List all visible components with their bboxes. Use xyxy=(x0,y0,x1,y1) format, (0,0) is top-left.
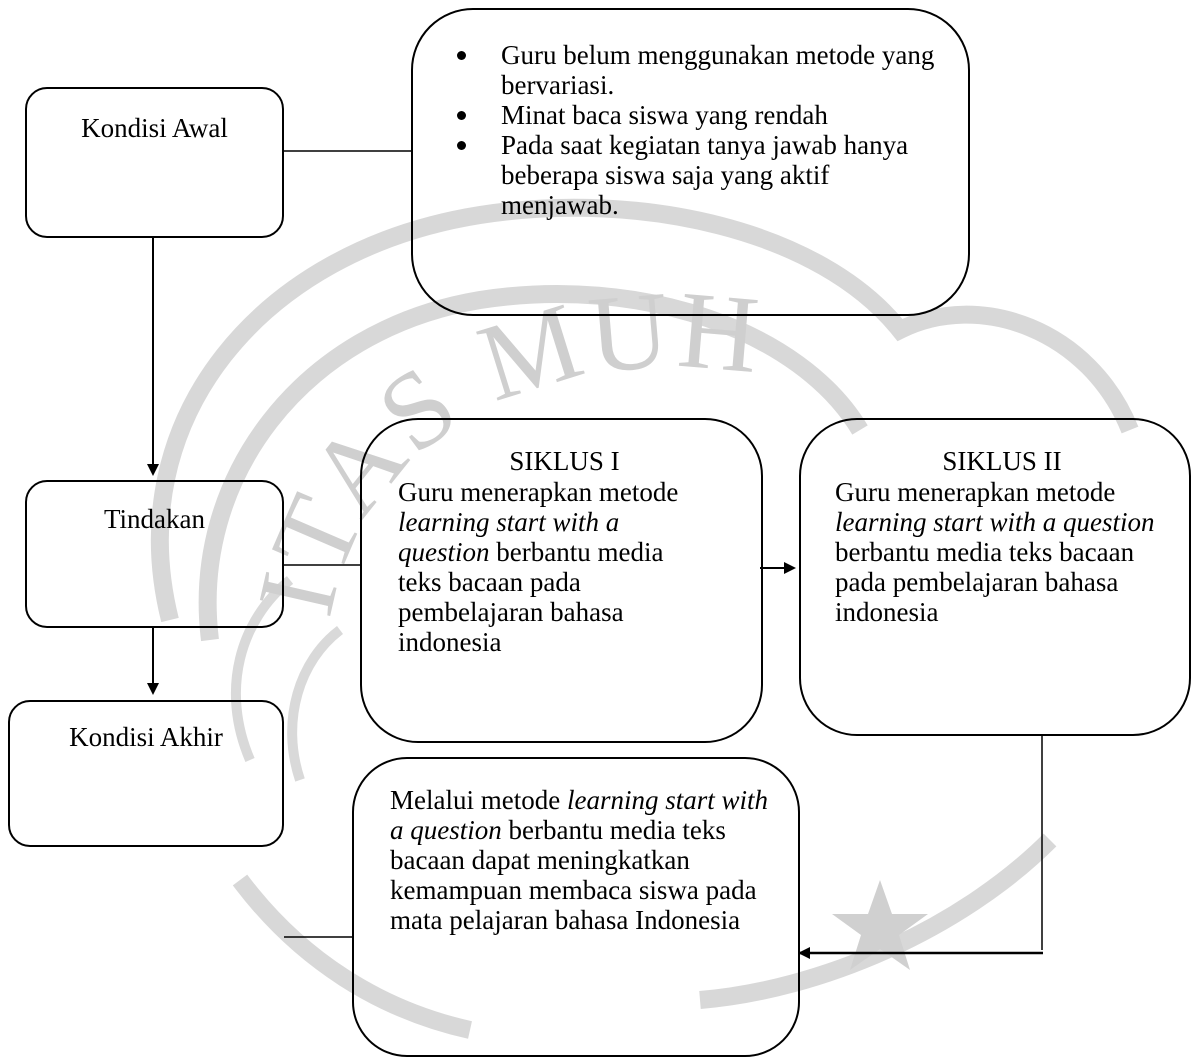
watermark-star-icon xyxy=(832,880,928,970)
siklus-1-title: SIKLUS I xyxy=(509,446,620,476)
problem-item: Minat baca siswa yang rendah xyxy=(449,100,948,130)
box-problems: Guru belum menggunakan metode yang berva… xyxy=(411,8,970,316)
box-siklus-1: SIKLUS I Guru menerapkan metode learning… xyxy=(360,418,763,743)
result-text: Melalui metode learning start with a que… xyxy=(390,785,768,935)
box-siklus-2: SIKLUS II Guru menerapkan metode learnin… xyxy=(799,418,1191,736)
kondisi-akhir-label: Kondisi Akhir xyxy=(69,722,223,752)
siklus-2-text: Guru menerapkan metode learning start wi… xyxy=(835,477,1155,627)
siklus-2-title: SIKLUS II xyxy=(942,446,1062,476)
box-tindakan: Tindakan xyxy=(25,480,284,628)
siklus-1-text: Guru menerapkan metode learning start wi… xyxy=(398,477,679,657)
box-kondisi-akhir: Kondisi Akhir xyxy=(8,700,284,847)
problem-item: Pada saat kegiatan tanya jawab hanya beb… xyxy=(449,130,948,220)
problem-list: Guru belum menggunakan metode yang berva… xyxy=(449,40,948,220)
box-result: Melalui metode learning start with a que… xyxy=(352,757,800,1057)
tindakan-label: Tindakan xyxy=(103,504,205,534)
problem-item: Guru belum menggunakan metode yang berva… xyxy=(449,40,948,100)
kondisi-awal-label: Kondisi Awal xyxy=(81,113,228,143)
box-kondisi-awal: Kondisi Awal xyxy=(25,87,284,238)
